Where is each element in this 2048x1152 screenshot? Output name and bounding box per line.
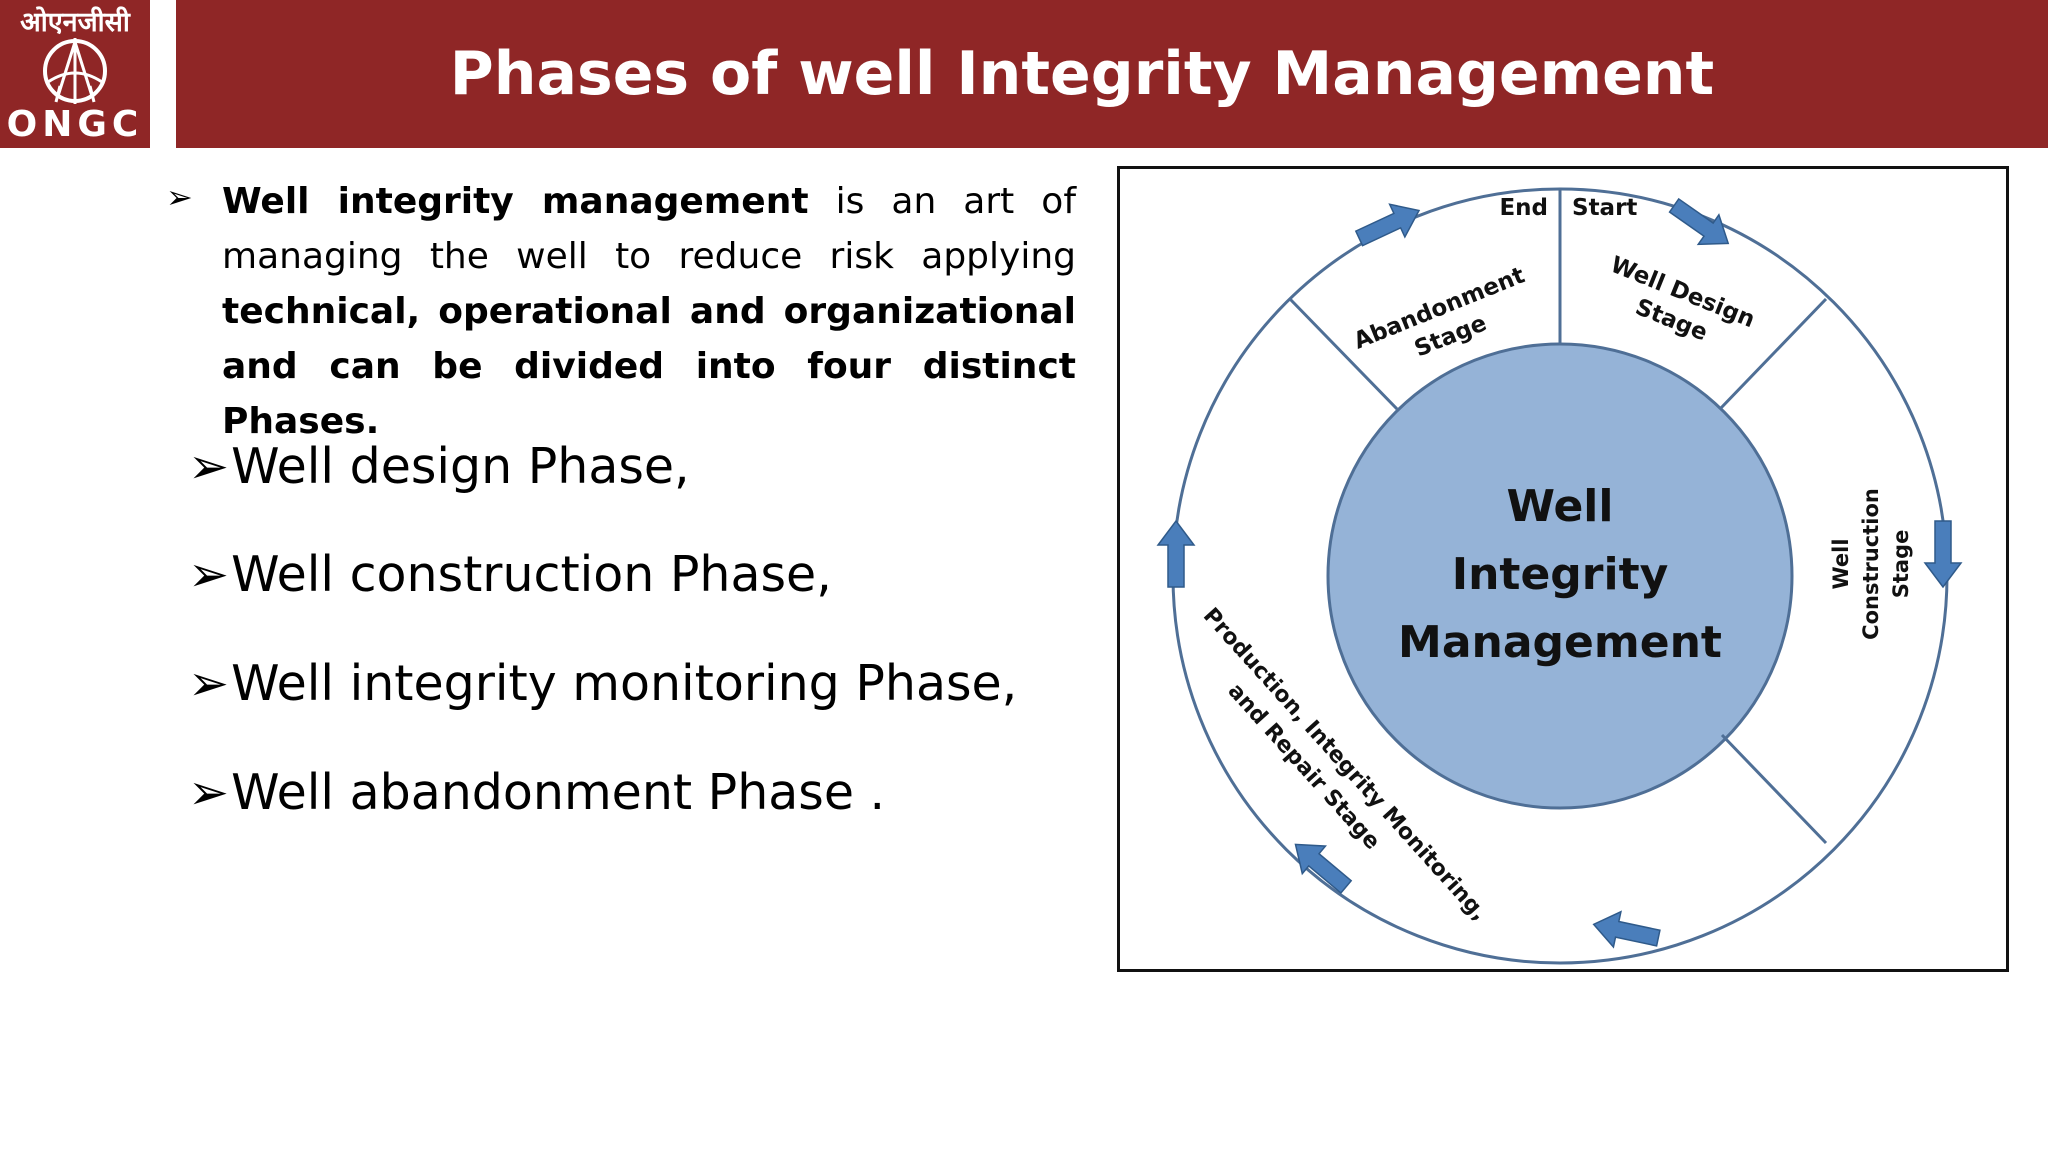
intro-middle: is an art of managing the well to reduce… (222, 181, 1076, 277)
phase-label: Well construction Phase, (231, 546, 832, 603)
end-label: End (1499, 195, 1548, 221)
center-label-line3: Management (1398, 617, 1722, 668)
well-integrity-cycle-diagram: Well Integrity Management End Start Aban… (1117, 166, 2009, 972)
cycle-arrow-icon (1294, 843, 1353, 895)
intro-bold-tail: technical, operational and organizationa… (222, 291, 1076, 442)
derrick-emblem-icon (43, 38, 107, 104)
list-item: ➢Well design Phase, (188, 438, 690, 495)
title-bar: Phases of well Integrity Management (176, 0, 2048, 148)
arrow-bullet-icon: ➢ (188, 546, 230, 603)
phase-label: Well design Phase, (231, 438, 690, 495)
divider-line (1718, 297, 1828, 411)
ongc-logo: ओएनजीसी ONGC (0, 0, 150, 148)
divider-line (1720, 733, 1828, 845)
cycle-arrow-icon (1923, 520, 1963, 589)
logo-hindi-name: ओएनजीसी (20, 7, 130, 38)
cycle-diagram-svg: Well Integrity Management End Start Aban… (1156, 187, 1963, 965)
center-label-line2: Integrity (1452, 549, 1669, 600)
intro-bold-lead: Well integrity management (222, 181, 809, 222)
construction-line2: Construction (1859, 488, 1883, 640)
construction-stage-label: Well Construction Stage (1829, 488, 1913, 640)
divider-line (1288, 297, 1399, 411)
arrow-bullet-icon: ➢ (188, 655, 230, 712)
phase-label: Well integrity monitoring Phase, (231, 655, 1018, 712)
logo-name: ONGC (6, 104, 144, 145)
list-item: ➢Well construction Phase, (188, 546, 832, 603)
phase-label: Well abandonment Phase . (231, 764, 886, 821)
arrow-bullet-icon: ➢ (188, 438, 230, 495)
construction-line3: Stage (1889, 530, 1913, 599)
center-label-line1: Well (1507, 481, 1614, 532)
arrow-bullet-icon: ➢ (188, 764, 230, 821)
arrow-bullet-icon: ➢ (166, 178, 193, 216)
cycle-arrow-icon (1354, 203, 1421, 247)
intro-text: Well integrity management is an art of m… (222, 174, 1076, 449)
slide-title: Phases of well Integrity Management (449, 39, 1715, 109)
intro-paragraph: ➢ Well integrity management is an art of… (166, 174, 1076, 449)
list-item: ➢Well integrity monitoring Phase, (188, 655, 1017, 712)
cycle-arrow-icon (1156, 519, 1196, 588)
cycle-arrow-icon (1592, 910, 1661, 949)
construction-line1: Well (1829, 538, 1853, 589)
start-label: Start (1572, 195, 1637, 221)
well-design-stage-label: Well Design Stage (1607, 252, 1759, 347)
list-item: ➢Well abandonment Phase . (188, 764, 885, 821)
cycle-arrow-icon (1668, 197, 1730, 246)
